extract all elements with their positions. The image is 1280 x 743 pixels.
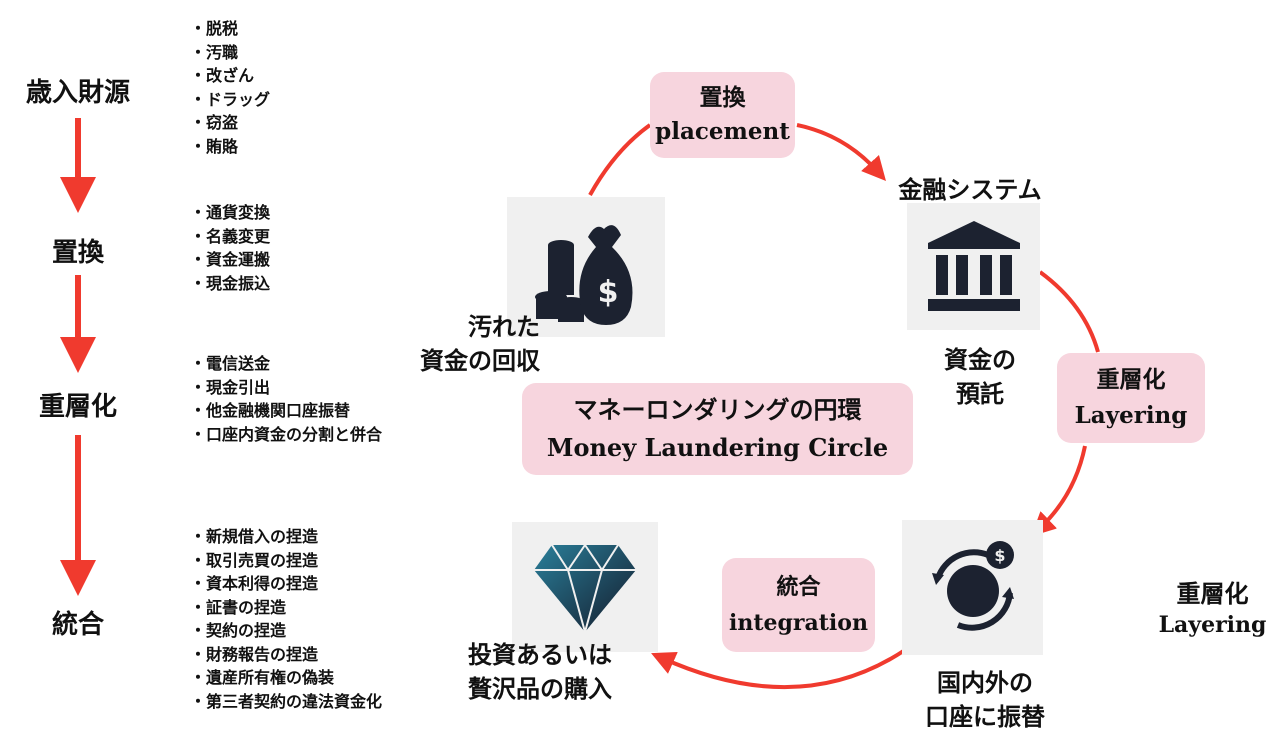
deposit-label: 資金の預託 [905,343,1055,411]
transfer-label: 国内外の口座に振替 [905,666,1065,734]
list-integration: 新規借入の捏造取引売買の捏造資本利得の捏造証書の捏造契約の捏造財務報告の捏造遺産… [190,525,382,713]
integration-box: 統合 integration [722,558,875,652]
list-placement: 通貨変換名義変更資金運搬現金振込 [190,201,270,295]
stage-layering: 重層化 [38,392,117,422]
placement-box: 置換 placement [650,72,795,158]
collect-label: 汚れた資金の回収 [380,310,540,378]
collect-line: 汚れた [468,312,540,341]
list-item: 証書の捏造 [190,596,382,620]
placement-en: placement [655,118,790,145]
list-item: 窃盗 [190,111,270,135]
list-item: 他金融機関口座振替 [190,399,382,423]
list-item: 改ざん [190,64,270,88]
transfer-line: 口座に振替 [925,702,1045,731]
stage-integration: 統合 [51,610,104,640]
integration-en: integration [729,610,868,636]
stage-revenue: 歳入財源 [25,78,130,108]
cycle-arrow-collect-to-placement [588,123,652,196]
list-item: 資金運搬 [190,248,270,272]
cycle-arrow-placement-to-system [796,123,886,181]
list-item: 第三者契約の違法資金化 [190,690,382,714]
money-bag-icon: $ [507,197,665,337]
layering-en: Layering [1074,402,1188,429]
list-item: ドラッグ [190,88,270,112]
svg-text:$: $ [994,546,1005,565]
integration-ja: 統合 [776,574,821,600]
purchase-line: 贅沢品の購入 [468,674,612,703]
side-layering-en: Layering [1158,612,1267,638]
purchase-label: 投資あるいは贅沢品の購入 [445,638,635,706]
list-item: 現金引出 [190,376,382,400]
list-layering: 電信送金現金引出他金融機関口座振替口座内資金の分割と併合 [190,352,382,446]
list-item: 脱税 [190,17,270,41]
placement-ja: 置換 [699,84,746,111]
side-layering-label: 重層化 Layering [1150,578,1275,640]
center-title-box: マネーロンダリングの円環 Money Laundering Circle [522,383,913,475]
cycle-arrow-transfer-to-purchase [651,648,907,690]
stage-placement: 置換 [51,238,104,268]
list-item: 契約の捏造 [190,619,382,643]
list-item: 現金振込 [190,272,270,296]
transfer-line: 国内外の [937,668,1033,697]
center-title-en: Money Laundering Circle [546,433,889,462]
layering-box: 重層化 Layering [1057,353,1205,443]
side-layering-ja: 重層化 [1176,579,1249,608]
global-transfer-icon: $ [902,520,1043,655]
purchase-line: 投資あるいは [468,640,612,669]
list-item: 口座内資金の分割と併合 [190,423,382,447]
list-item: 資本利得の捏造 [190,572,382,596]
list-item: 名義変更 [190,225,270,249]
list-item: 遺産所有権の偽装 [190,666,382,690]
list-item: 取引売買の捏造 [190,549,382,573]
list-item: 電信送金 [190,352,382,376]
collect-line: 資金の回収 [420,346,540,375]
list-revenue: 脱税汚職改ざんドラッグ窃盗賄賂 [190,17,270,158]
center-title-ja: マネーロンダリングの円環 [573,395,862,424]
cycle-arrow-deposit-to-layering [1038,270,1100,353]
list-item: 新規借入の捏造 [190,525,382,549]
deposit-line: 資金の [944,345,1016,374]
list-item: 賄賂 [190,135,270,159]
diamond-icon [512,522,658,652]
deposit-line: 預託 [956,379,1004,408]
svg-text:$: $ [598,275,619,310]
list-item: 汚職 [190,41,270,65]
layering-ja: 重層化 [1096,366,1166,393]
bank-icon [907,203,1040,330]
cycle-arrow-layering-to-transfer [1031,445,1087,537]
list-item: 通貨変換 [190,201,270,225]
financial-system-label: 金融システム [898,175,1042,204]
list-item: 財務報告の捏造 [190,643,382,667]
